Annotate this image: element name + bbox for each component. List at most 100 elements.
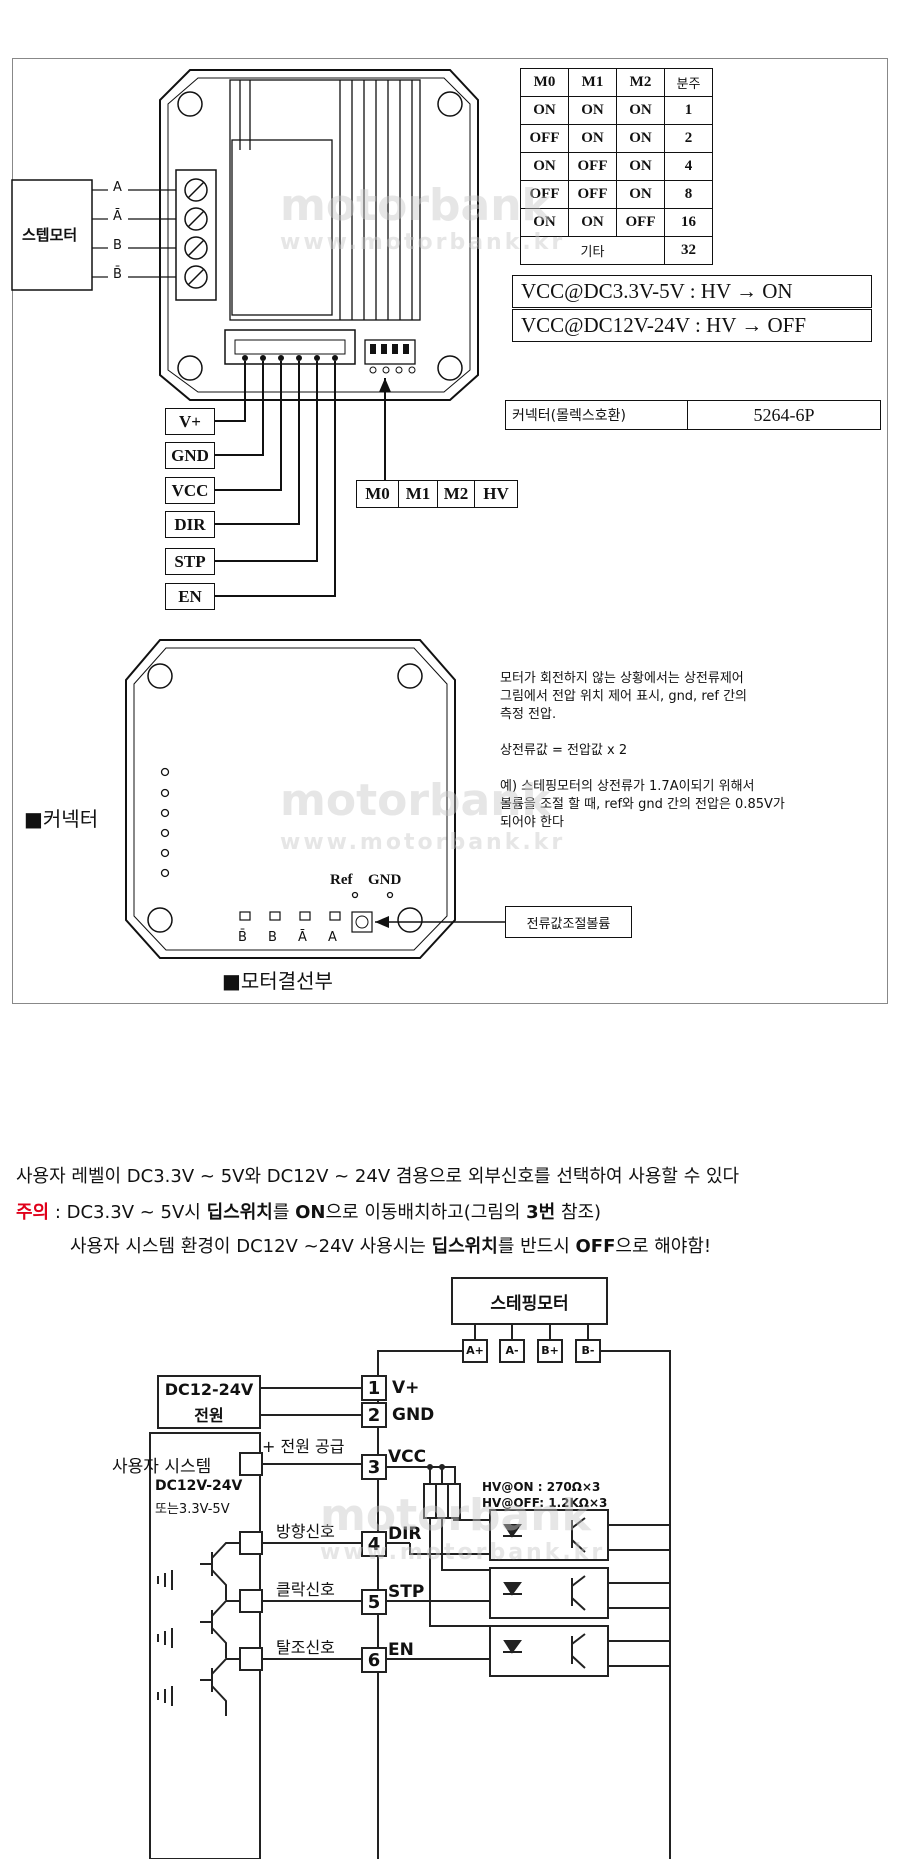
pin-1-name: V+ (392, 1378, 420, 1398)
instruction-line-1: 사용자 레벨이 DC3.3V ~ 5V와 DC12V ~ 24V 겸용으로 외부… (16, 1166, 740, 1187)
table-cell: OFF (568, 152, 617, 181)
pin-4-num: 4 (367, 1533, 381, 1555)
text-segment: 3번 (526, 1202, 556, 1223)
motor-pin-a-minus: A- (505, 1344, 519, 1357)
user-voltage-2: 또는3.3V-5V (155, 1502, 230, 1517)
table-row: 기타 32 (520, 236, 713, 265)
table-cell: 8 (664, 180, 713, 209)
instruction-line-2: 주의 : DC3.3V ~ 5V시 딥스위치를 ON으로 이동배치하고(그림의 … (16, 1198, 601, 1224)
driver-board-drawing (11, 69, 505, 959)
table-cell: ON (568, 96, 617, 125)
note-line: 볼륨을 조절 할 때, ref와 gnd 간의 전압은 0.85V가 (500, 797, 785, 812)
table-cell: OFF (616, 208, 665, 237)
conn-pin-dir: DIR (165, 511, 215, 538)
motor-caption: ■모터결선부 (222, 969, 333, 993)
text-segment: 으로 해야함! (615, 1236, 712, 1257)
connector-type-value: 5264-6P (753, 404, 815, 425)
note-line (500, 760, 785, 778)
volume-label: 전류값조절볼륨 (505, 906, 632, 938)
stepper-label: 스테핑모터 (490, 1293, 569, 1314)
coil-pin-b-bar: B̄ (113, 267, 122, 282)
pin-3-name: VCC (388, 1447, 427, 1467)
table-cell: ON (616, 124, 665, 153)
text-segment: OFF (575, 1236, 616, 1257)
note-line: 그림에서 전압 위치 제어 표시, gnd, ref 간의 (500, 689, 748, 704)
table-cell: ON (568, 124, 617, 153)
dip-label-m1: M1 (398, 480, 438, 508)
caution-label: 주의 (16, 1202, 50, 1223)
coil-pin-b: B (113, 238, 122, 253)
table-cell: ON (520, 208, 569, 237)
pin-5-num: 5 (367, 1591, 381, 1613)
table-header-cell: 분주 (664, 68, 713, 97)
motor-pin-b-minus: B- (581, 1344, 595, 1357)
vcc-rule-high: VCC@DC12V-24V : HV → OFF (512, 309, 872, 342)
table-cell: 1 (664, 96, 713, 125)
conn-pin-gnd: GND (165, 442, 215, 469)
user-system-label: 사용자 시스템 (112, 1457, 212, 1477)
table-header-cell: M0 (520, 68, 569, 97)
pin-4-name: DIR (388, 1524, 422, 1544)
instruction-line-3: 사용자 시스템 환경이 DC12V ~24V 사용시는 딥스위치를 반드시 OF… (70, 1232, 711, 1258)
conn-pin-stp: STP (165, 548, 215, 575)
table-cell: 2 (664, 124, 713, 153)
table-header-row: M0 M1 M2 분주 (520, 68, 713, 97)
text-segment: 사용자 시스템 환경이 DC12V ~24V 사용시는 (70, 1236, 432, 1257)
hv-on-note: HV@ON : 270Ω×3 (482, 1480, 601, 1494)
coil-pin-a-bar: Ā (113, 209, 122, 224)
current-note: 모터가 회전하지 않는 상황에서는 상전류제어 그림에서 전압 위치 제어 표시… (500, 670, 785, 832)
conn-pin-vcc: VCC (165, 477, 215, 504)
coil-pin-a: A (113, 180, 122, 195)
diagram-frame (12, 58, 888, 1004)
wiring-diagram (149, 1277, 671, 1859)
table-cell: ON (520, 152, 569, 181)
motor-pin-b-plus: B+ (541, 1344, 559, 1357)
table-cell: OFF (520, 124, 569, 153)
dip-label-m0: M0 (356, 480, 399, 508)
text-segment: ON (295, 1202, 326, 1223)
motor-pin-a-plus: A+ (466, 1344, 484, 1357)
pin-3-num: 3 (367, 1456, 381, 1478)
table-cell: OFF (520, 180, 569, 209)
text-segment: : DC3.3V ~ 5V시 (49, 1202, 207, 1223)
board-pin-a-bar: Ā (298, 930, 307, 945)
signal-en-label: 탈조신호 (276, 1638, 335, 1657)
table-cell: ON (520, 96, 569, 125)
conn-pin-en: EN (165, 583, 215, 610)
connector-type-box: 커넥터(몰렉스호환) 5264-6P (505, 400, 881, 430)
note-line (500, 724, 785, 742)
note-line: 예) 스테핑모터의 상전류가 1.7A이되기 위해서 (500, 779, 755, 794)
table-cell: ON (616, 152, 665, 181)
note-line: 상전류값 = 전압값 x 2 (500, 743, 628, 758)
hv-off-note: HV@OFF: 1.2KΩ×3 (482, 1496, 608, 1510)
conn-pin-vplus: V+ (165, 408, 215, 435)
dip-label-m2: M2 (437, 480, 475, 508)
table-cell: 16 (664, 208, 713, 237)
table-cell: 4 (664, 152, 713, 181)
pin-2-name: GND (392, 1405, 435, 1425)
pin-6-name: EN (388, 1640, 414, 1660)
table-header-cell: M1 (568, 68, 617, 97)
motor-label: 스텝모터 (22, 226, 78, 244)
pin-5-name: STP (388, 1582, 425, 1602)
text-segment: 딥스위치 (206, 1202, 273, 1223)
table-cell: ON (616, 180, 665, 209)
gnd-label: GND (368, 872, 402, 888)
power-box-line2: 전원 (194, 1406, 224, 1425)
vcc-rule-low: VCC@DC3.3V-5V : HV → ON (512, 275, 872, 308)
signal-stp-label: 클락신호 (276, 1580, 335, 1599)
user-voltage-1: DC12V-24V (155, 1478, 243, 1494)
table-cell: OFF (568, 180, 617, 209)
table-cell: 32 (664, 236, 713, 265)
board-pin-b-bar: B̄ (238, 930, 247, 945)
note-line: 되어야 한다 (500, 815, 564, 830)
table-cell: ON (568, 208, 617, 237)
table-cell: 기타 (520, 236, 665, 265)
board-pin-b: B (268, 930, 277, 945)
